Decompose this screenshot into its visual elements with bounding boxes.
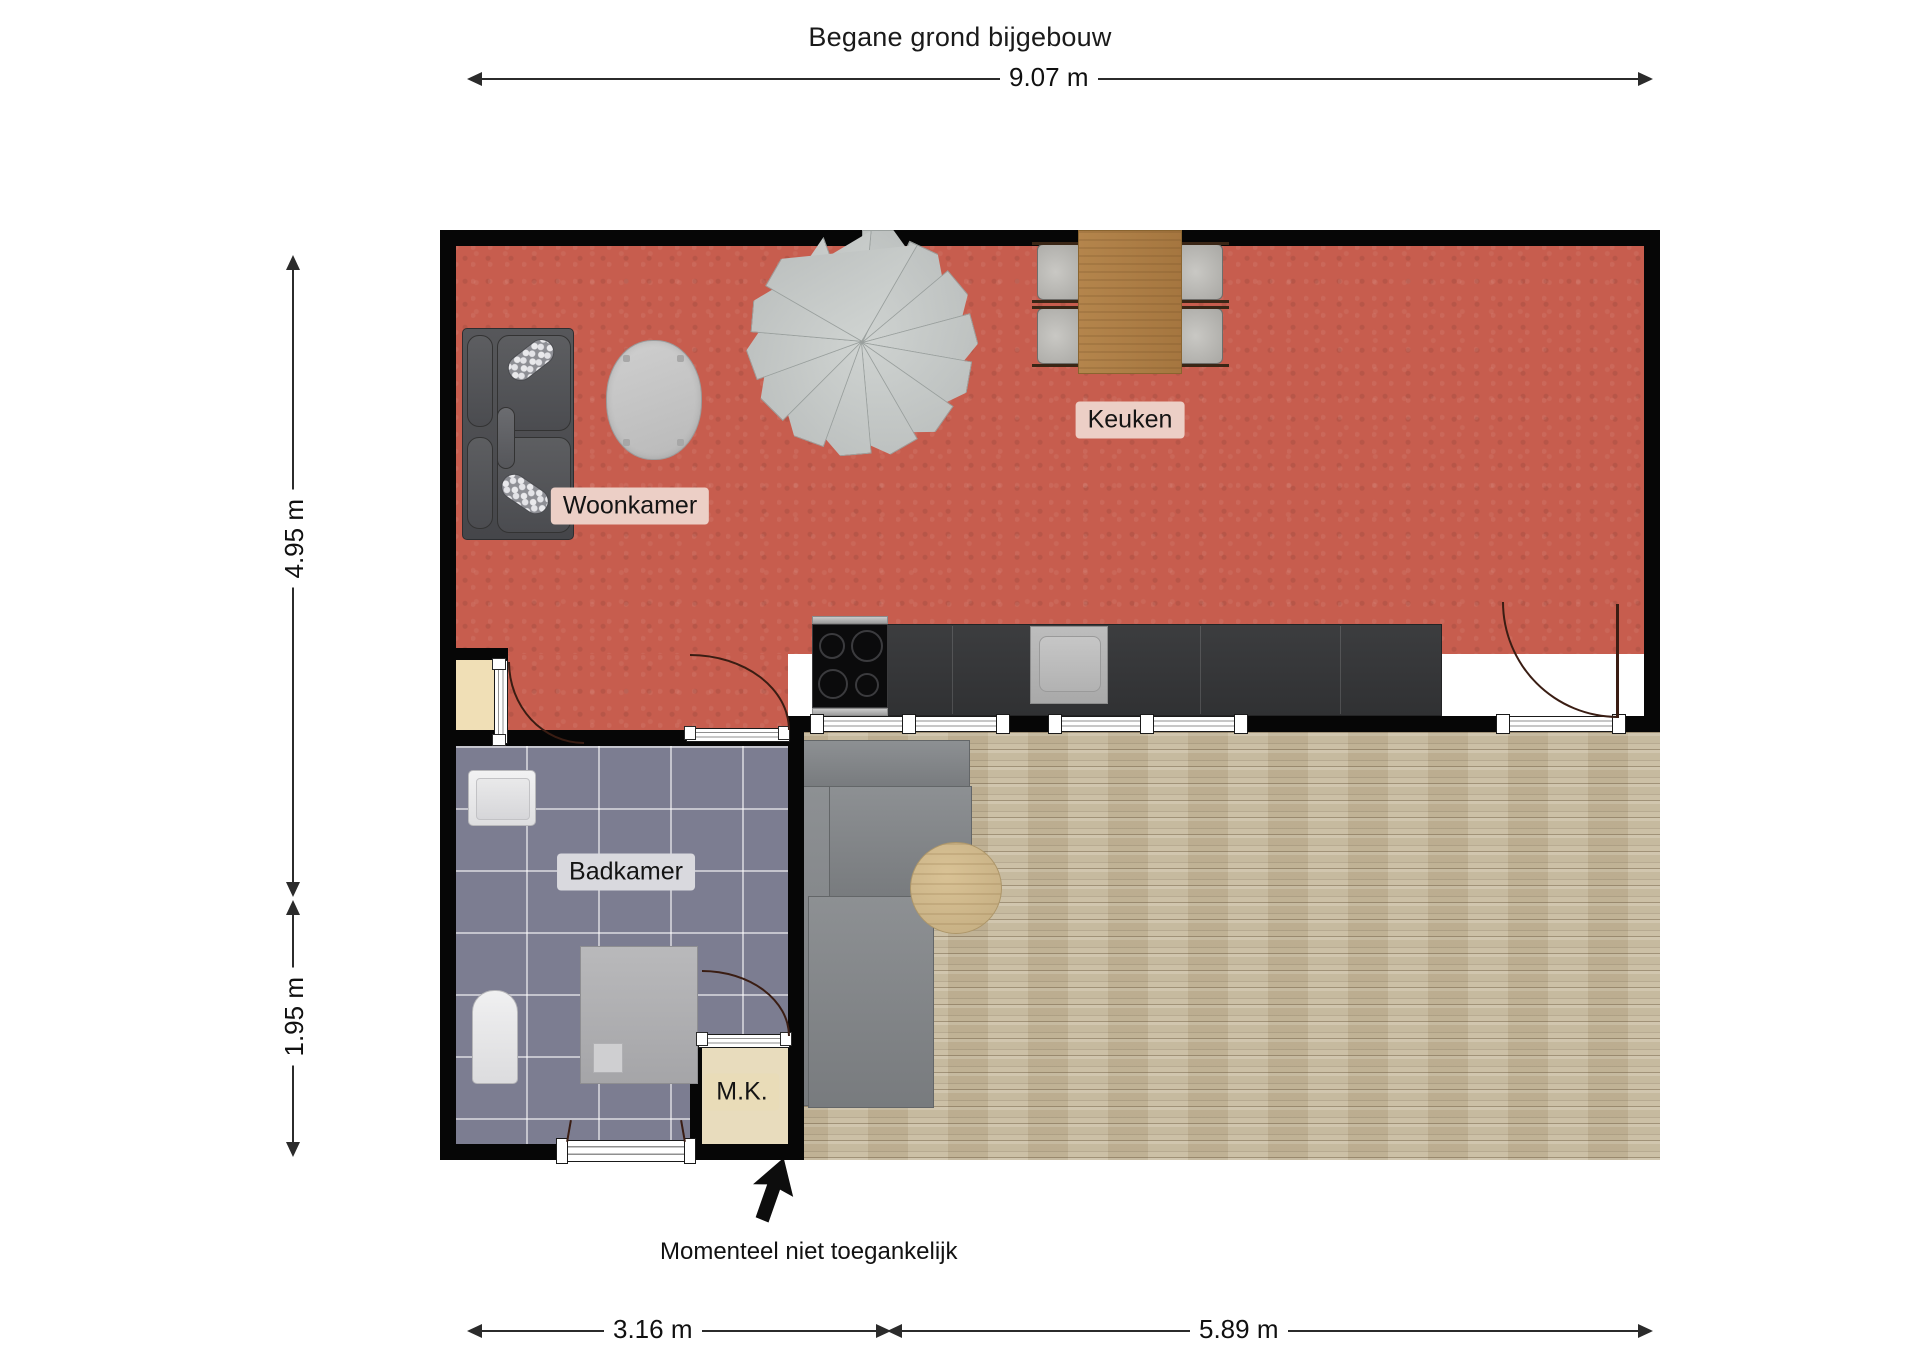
dimension-left-lower-label: 1.95 m bbox=[279, 968, 310, 1066]
shower-cabin bbox=[580, 946, 698, 1084]
callout-arrow-icon bbox=[753, 1160, 794, 1223]
spiral-staircase bbox=[750, 230, 974, 454]
wall-left-upper bbox=[440, 230, 456, 746]
room-label-keuken: Keuken bbox=[1075, 401, 1185, 439]
building-outline: Woonkamer Keuken Badkamer M.K. bbox=[440, 230, 1660, 1164]
dining-chair-right-bottom bbox=[1177, 308, 1223, 364]
wall-top bbox=[440, 230, 1660, 246]
wall-right bbox=[1644, 230, 1660, 732]
dimension-top-label: 9.07 m bbox=[1000, 62, 1098, 93]
dimension-bottom-left-label: 3.16 m bbox=[604, 1314, 702, 1345]
kitchen-sink bbox=[1030, 626, 1108, 704]
dimension-bottom-right-label: 5.89 m bbox=[1190, 1314, 1288, 1345]
door-kitchen-terrace-swing bbox=[1502, 602, 1618, 718]
room-label-woonkamer: Woonkamer bbox=[550, 487, 710, 525]
dimension-left-upper-label: 4.95 m bbox=[279, 490, 310, 588]
callout-label: Momenteel niet toegankelijk bbox=[660, 1238, 958, 1265]
cooktop bbox=[812, 624, 888, 708]
living-coffee-table bbox=[606, 340, 702, 460]
dining-table bbox=[1078, 230, 1182, 374]
dining-chair-right-top bbox=[1177, 244, 1223, 300]
toilet bbox=[472, 990, 518, 1084]
wall-left-lower bbox=[440, 746, 456, 1160]
outdoor-sofa-back bbox=[792, 740, 970, 788]
wall-mid-vertical bbox=[788, 716, 804, 1160]
room-label-badkamer: Badkamer bbox=[557, 853, 695, 891]
cooktop-rail-top bbox=[812, 616, 888, 624]
wall-closet-top bbox=[454, 648, 508, 660]
cooktop-rail-bottom bbox=[812, 708, 888, 716]
washbasin bbox=[468, 770, 536, 826]
outdoor-round-table bbox=[910, 842, 1002, 934]
outdoor-sofa-seat-lower bbox=[808, 896, 934, 1108]
dining-chair-left-bottom bbox=[1037, 308, 1083, 364]
page-title: Begane grond bijgebouw bbox=[808, 22, 1112, 52]
dining-chair-left-top bbox=[1037, 244, 1083, 300]
room-label-mk: M.K. bbox=[704, 1073, 780, 1111]
